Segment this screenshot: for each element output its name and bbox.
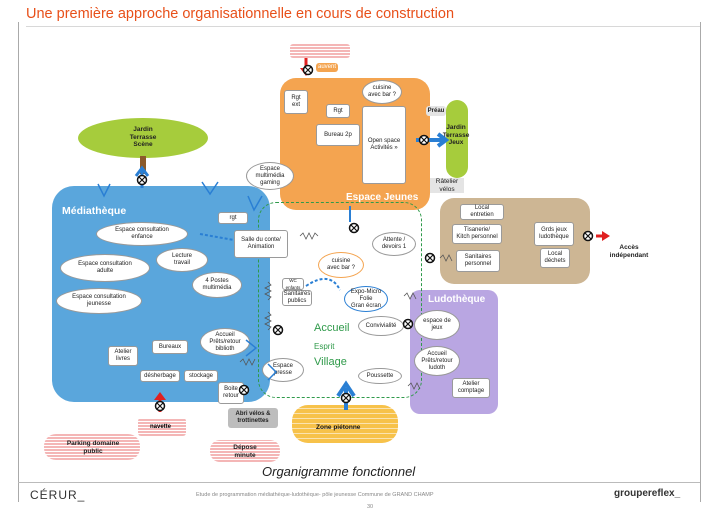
salle-conte-room: Salle du conte/ Animation [234,230,288,258]
parking-stamp [44,434,140,460]
caption-underline [18,482,700,483]
espace-jeunes-label: Espace Jeunes [346,192,419,203]
page-number: 30 [367,504,374,510]
parking-label: Parking domaine public [66,440,120,455]
depose-stamp [210,440,280,462]
stockage-room: stockage [184,370,218,382]
auvent-label: auvent [316,63,338,72]
espace-jeux-bubble: espace de jeux [414,310,460,340]
jardin-scene-label: Jardin Terrasse Scène [129,126,157,148]
ludotheque-label: Ludothèque [428,294,486,305]
footer-text: Etude de programmation médiathèque-ludot… [196,492,434,498]
atelier-livres-room: Atelier livres [108,346,138,366]
tisanerie-room: Tisanerie/ Kitch personnel [452,224,502,244]
preau-label: Préau [426,106,446,116]
local-dechets-room: Local déchets [540,248,570,268]
grds-jeux-room: Grds jeux ludothèque [534,222,574,246]
slide-title: Une première approche organisationnelle … [26,6,455,22]
right-border-line [700,22,701,502]
livraisons-stamp [290,44,350,58]
desherbage-room: désherbage [140,370,180,382]
consult-jeunesse-bubble: Espace consultation jeunesse [56,288,142,314]
rgt-med-room: rgt [218,212,248,224]
wc-enfants-room: WC enfants [282,278,304,290]
local-entretien-room: Local entretien [460,204,504,220]
navette-label: navette [150,424,172,430]
postes-multimedia-bubble: 4 Postes multimédia [192,272,242,298]
navette-stamp [138,418,186,436]
jardin-jeux-tree [446,100,468,178]
attente-devoirs-bubble: Attente / devoirs 1 [372,232,416,256]
cuisine-bar-ej-bubble: cuisine avec bar ? [362,80,402,104]
accueil-biblio-bubble: Accueil Prêts/retour biblioth [200,328,250,356]
sanitaires-publics-room: Sanitaires publics [282,290,312,306]
ratelier-label: Râtelier vélos [430,178,464,193]
acces-independant-label: Accès indépendant [609,244,649,259]
abri-velos-label: Abri vélos & trottinettes [228,408,278,428]
espace-multimedia-bubble: Espace multimédia gaming [246,162,294,190]
zone-pietonne-label: Zone piétonne [316,424,361,431]
accueil-label: Accueil [314,322,350,334]
lecture-travail-bubble: Lecture travail [156,248,208,272]
open-space-room: Open space Activités » [362,106,406,184]
consult-enfance-bubble: Espace consultation enfance [96,222,188,246]
tree-trunk [140,156,146,174]
rgt-ext-room: Rgt ext [284,90,308,114]
expo-bubble: Expo-Micro Folie Gran écran [344,286,388,312]
accueil-zone [258,202,422,398]
reflex-logo: groupereflex_ [614,488,681,499]
esprit-label: Esprit [314,342,335,351]
bureaux-room: Bureaux [152,340,188,354]
title-underline [26,26,700,27]
cuisine-bar-acc-bubble: cuisine avec bar ? [318,252,364,278]
jardin-scene-tree [78,118,208,158]
accueil-ludo-bubble: Accueil Prêts/retour ludoth [414,346,460,376]
cerur-logo: CÉRUR_ [30,488,86,502]
rgt-ej-room: Rgt [326,104,350,118]
atelier-comptage-room: Atelier comptage [452,378,490,398]
zone-pietonne [292,405,398,443]
bureau-2p-room: Bureau 2p [316,124,360,146]
left-border-line [18,22,19,502]
diagram-caption: Organigramme fonctionnel [262,464,416,479]
depose-label: Dépose minute [233,444,257,459]
poussette-bubble: Poussette [358,368,402,384]
jardin-jeux-label: Jardin Terrasse Jeux [442,124,470,146]
sanitaires-personnel-room: Sanitaires personnel [456,250,500,272]
village-label: Village [314,356,347,368]
mediatheque-label: Médiathèque [62,205,127,217]
consult-adulte-bubble: Espace consultation adulte [60,254,150,282]
